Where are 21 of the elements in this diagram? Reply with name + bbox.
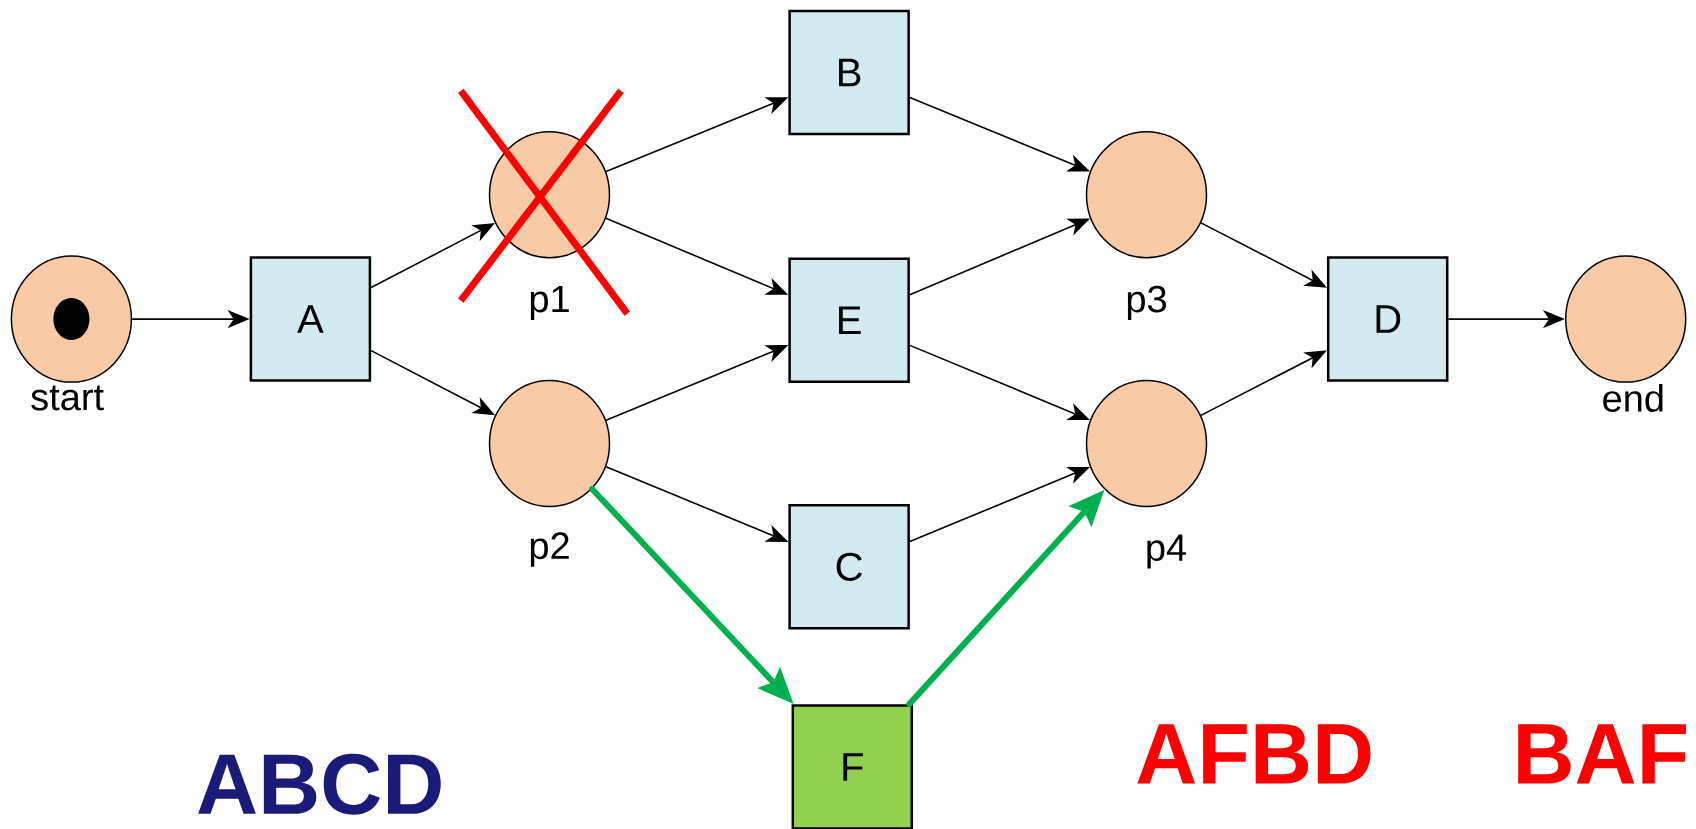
- transition-box: F: [791, 704, 914, 829]
- sequence-label: BAF: [1518, 724, 1686, 784]
- sequence-label: AFBD: [1137, 724, 1371, 784]
- place-label: start: [31, 385, 104, 411]
- transition-box: B: [788, 9, 910, 136]
- place-circle: [1085, 130, 1208, 259]
- transition-box: C: [788, 504, 910, 630]
- place-circle: [488, 130, 611, 259]
- place-label: end: [1603, 384, 1663, 412]
- place-label: p4: [1147, 534, 1187, 569]
- place-circle: [1564, 255, 1687, 383]
- transition-box: A: [249, 256, 372, 382]
- place-circle: [10, 255, 133, 383]
- place-circle: [488, 379, 611, 508]
- place-circle: [1085, 379, 1208, 508]
- place-label: p3: [1127, 285, 1166, 321]
- place-label: p1: [530, 285, 569, 320]
- transition-box: D: [1326, 256, 1449, 382]
- sequence-label: ABCD: [198, 753, 441, 815]
- place-label: p2: [530, 532, 569, 567]
- transition-box: E: [788, 257, 910, 383]
